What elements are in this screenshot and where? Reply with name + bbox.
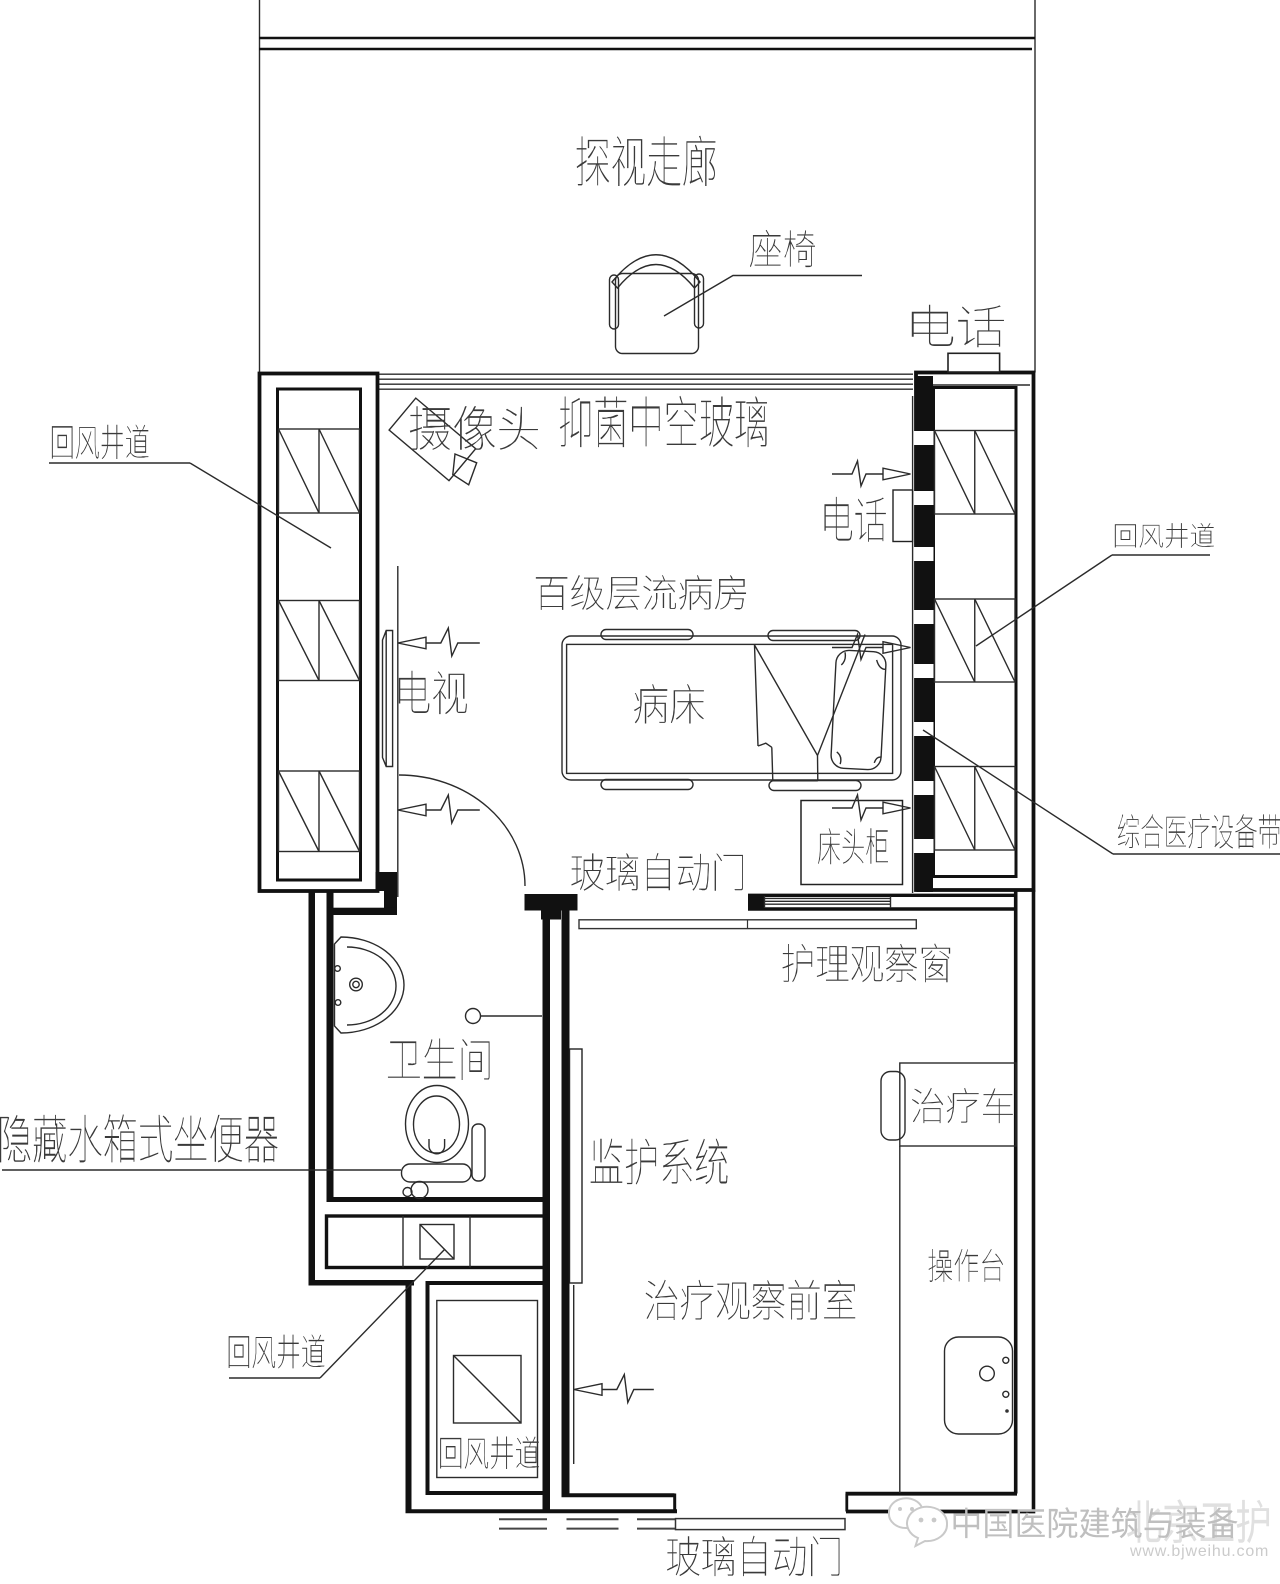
svg-text:www.bjweihu.com: www.bjweihu.com bbox=[1129, 1543, 1269, 1560]
